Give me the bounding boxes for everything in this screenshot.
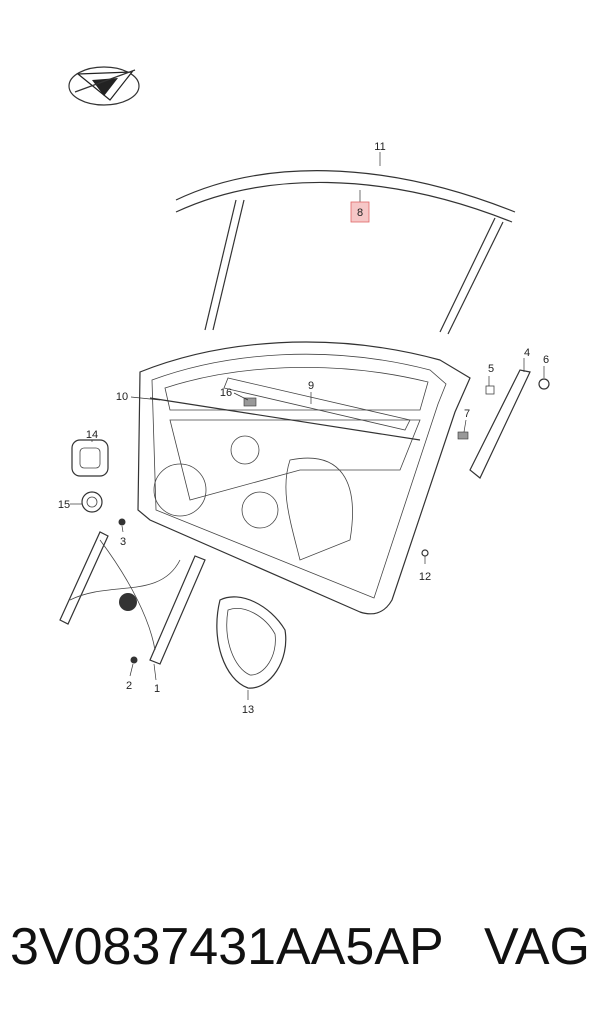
window-regulator: [59, 518, 206, 665]
window-guide-rail: [457, 369, 550, 479]
callout-5: 5: [488, 363, 494, 375]
callout-1: 1: [154, 683, 160, 695]
leader-lines: [70, 152, 545, 700]
part-caption: 3V0837431AA5AP VAG: [10, 912, 590, 982]
plug-cap: [81, 491, 103, 513]
seal-grommet: [71, 439, 109, 477]
window-trim-strip: [223, 377, 411, 431]
inner-door-seal: [216, 596, 287, 689]
callout-15: 15: [58, 499, 70, 511]
callout-8: 8: [357, 207, 363, 219]
callout-6: 6: [543, 354, 549, 366]
callout-13: 13: [242, 704, 254, 716]
door-shell: [137, 341, 471, 615]
direction-arrow-icon: [68, 66, 140, 106]
callout-14: 14: [86, 429, 98, 441]
callout-9: 9: [308, 380, 314, 392]
callout-12: 12: [419, 571, 431, 583]
callout-11: 11: [374, 141, 385, 153]
callout-2: 2: [126, 680, 132, 692]
part-number: 3V0837431AA5AP: [10, 918, 444, 976]
callout-8-highlight: [350, 201, 370, 223]
callout-4: 4: [524, 347, 530, 359]
brand-label: VAG: [484, 918, 590, 976]
callout-16: 16: [220, 387, 232, 399]
callout-7: 7: [464, 408, 470, 420]
clip-12: [421, 549, 429, 557]
door-exploded-diagram: 11 8 4 6 5 9 10 16 7 14 15 3 12 2 1 13: [58, 66, 550, 716]
callout-10: 10: [116, 391, 128, 403]
window-frame-seal: [175, 170, 516, 335]
callout-3: 3: [120, 536, 126, 548]
clip-16: [243, 397, 257, 407]
